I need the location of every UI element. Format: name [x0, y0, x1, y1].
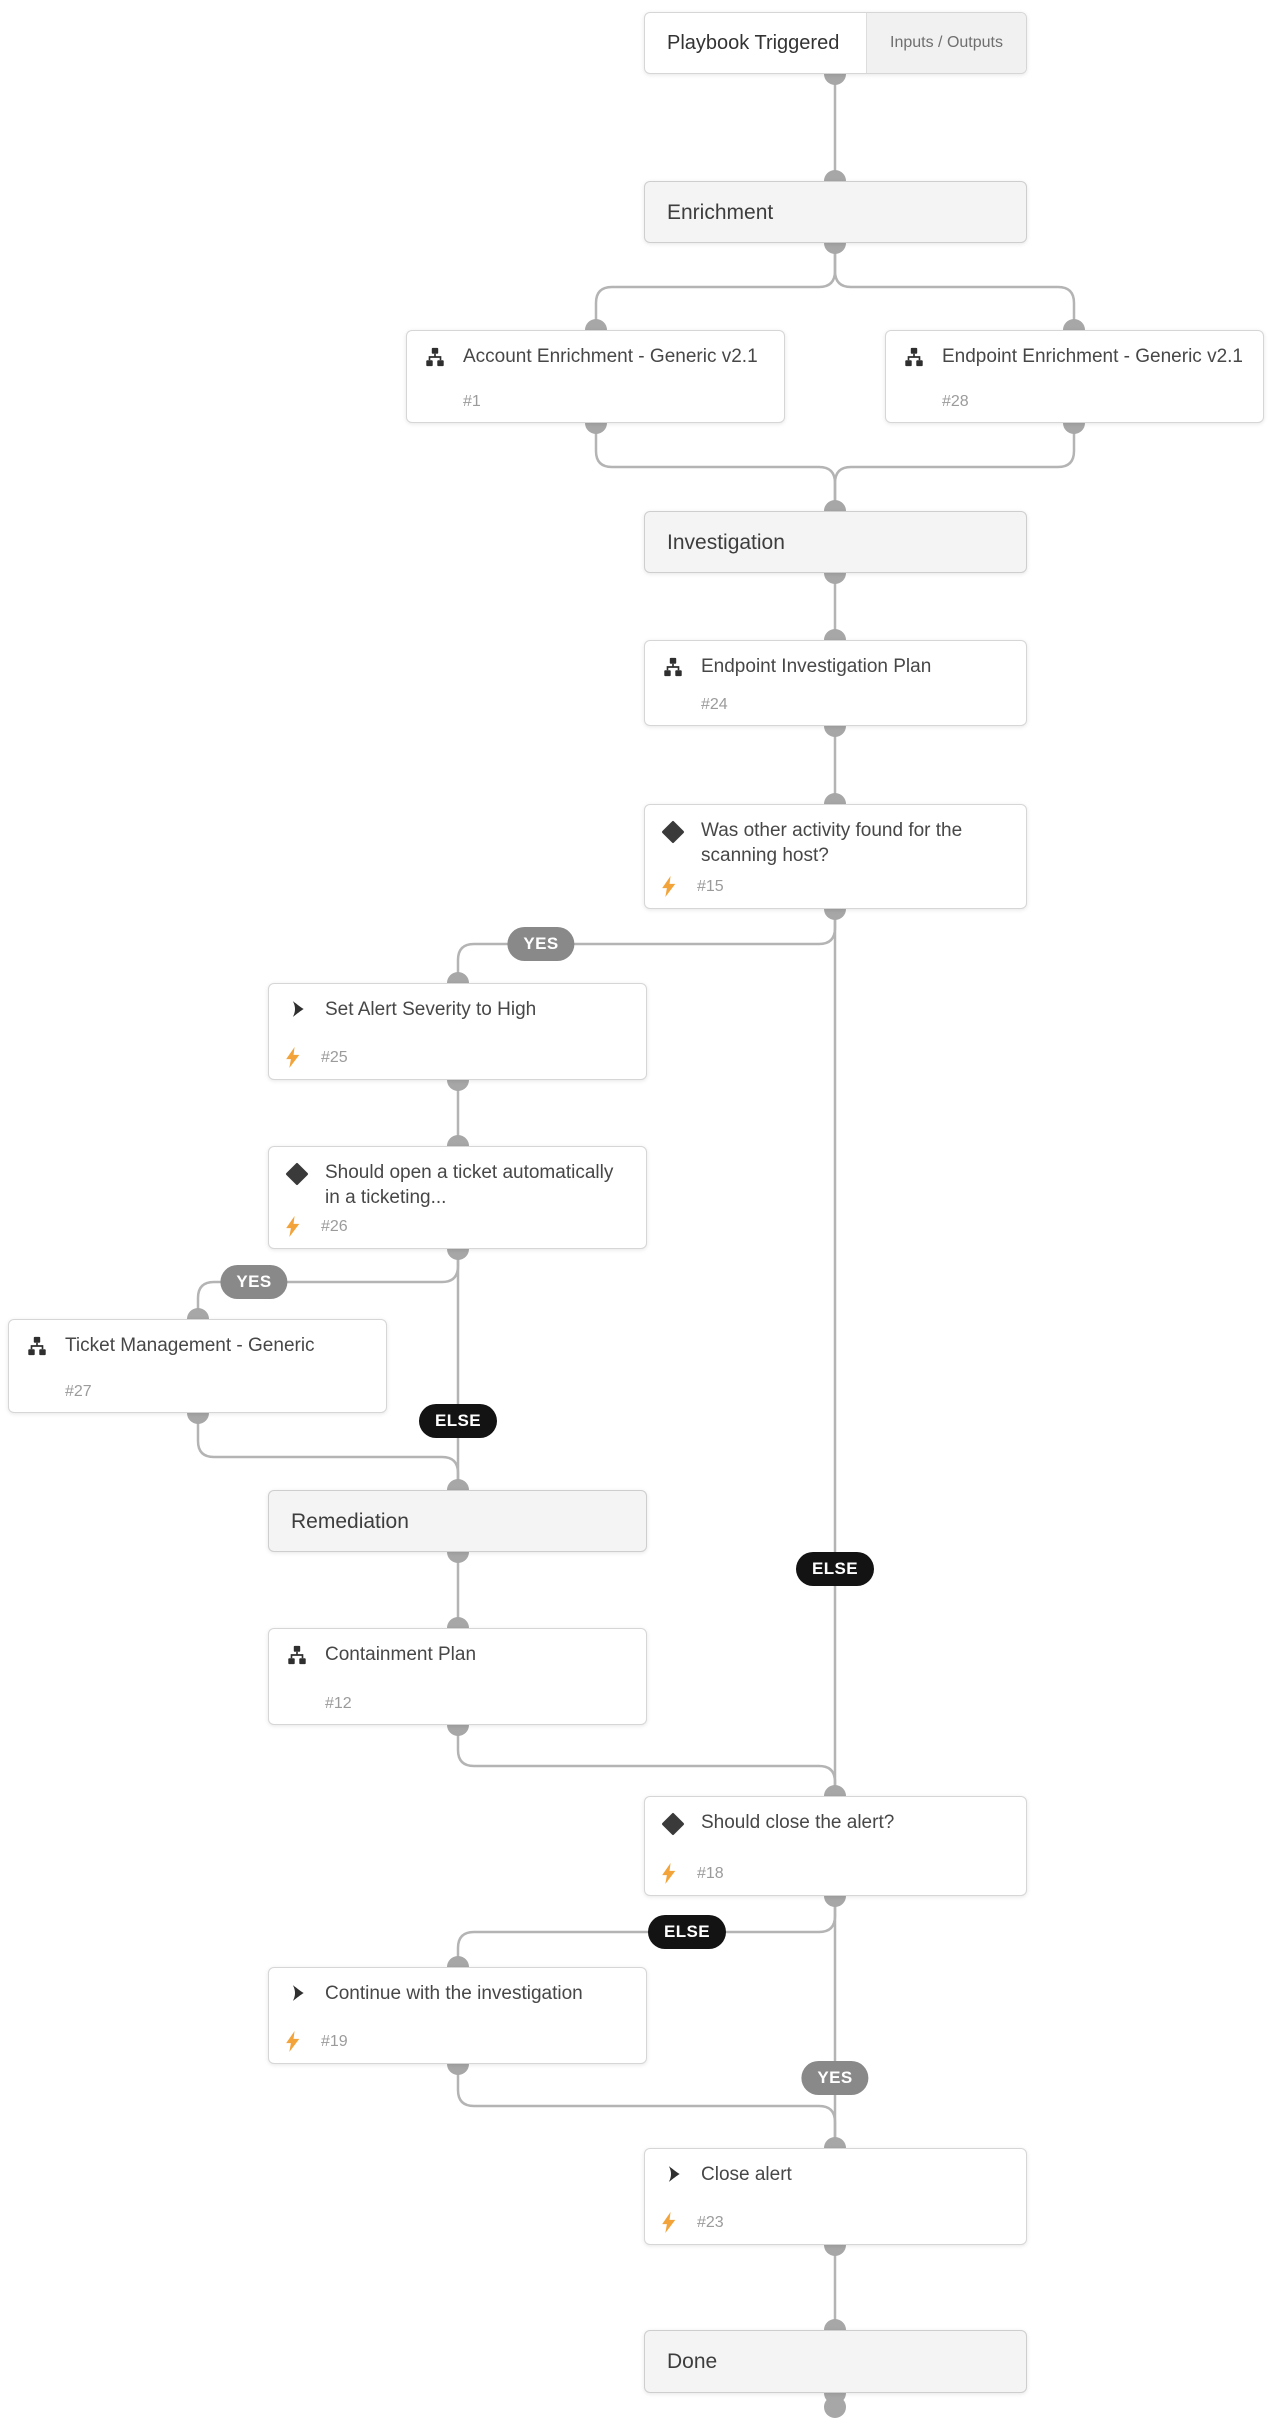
task-footer: #19 [285, 2031, 632, 2052]
connection-port [824, 2396, 846, 2418]
task-header: Containment Plan [285, 1642, 632, 1667]
task-header: Ticket Management - Generic [25, 1333, 372, 1358]
task-header: Should open a ticket automatically in a … [285, 1160, 632, 1210]
task-endpoint-enrichment[interactable]: Endpoint Enrichment - Generic v2.1 #28 [885, 330, 1264, 423]
edge-continue-close [456, 2064, 837, 2148]
section-investigation[interactable]: Investigation [644, 511, 1027, 573]
branch-label-else: ELSE [795, 1552, 875, 1586]
automation-bolt-icon [285, 1216, 301, 1237]
task-footer: #24 [661, 696, 1012, 714]
task-footer: #23 [661, 2212, 1012, 2233]
automation-bolt-icon [285, 2031, 301, 2052]
task-title: Should close the alert? [701, 1812, 895, 1833]
task-header: Account Enrichment - Generic v2.1 [423, 344, 770, 369]
section-done[interactable]: Done [644, 2330, 1027, 2393]
edge-enrichment-endpoint [833, 243, 1076, 330]
task-close-alert[interactable]: Close alert #23 [644, 2148, 1027, 2245]
playbook-trigger-node[interactable]: Playbook Triggered Inputs / Outputs [644, 12, 1027, 74]
task-number: #27 [65, 1383, 92, 1400]
section-title: Remediation [291, 1509, 409, 1533]
automation-bolt-icon [285, 1047, 301, 1068]
edge-enrichment-account [594, 243, 837, 330]
condition-icon [661, 1810, 685, 1836]
task-header: Endpoint Enrichment - Generic v2.1 [902, 344, 1249, 369]
task-number: #24 [701, 696, 728, 713]
task-header: Close alert [661, 2162, 1012, 2187]
task-header: Set Alert Severity to High [285, 997, 632, 1022]
condition-icon [661, 818, 685, 844]
task-number: #23 [697, 2213, 724, 2231]
task-number: #25 [321, 1048, 348, 1066]
playbook-icon [661, 654, 685, 678]
task-title: Was other activity found for the scannin… [701, 820, 963, 866]
edge-account-investigation [594, 423, 837, 511]
task-header: Should close the alert? [661, 1810, 1012, 1836]
task-header: Continue with the investigation [285, 1981, 632, 2006]
section-enrichment[interactable]: Enrichment [644, 181, 1027, 243]
task-footer: #26 [285, 1216, 632, 1237]
task-footer: #25 [285, 1047, 632, 1068]
trigger-title: Playbook Triggered [667, 31, 840, 54]
playbook-icon [423, 344, 447, 368]
task-title: Close alert [701, 2164, 792, 2185]
section-title: Investigation [667, 530, 785, 554]
task-number: #15 [697, 877, 724, 895]
task-icon [285, 1981, 309, 2003]
playbook-icon [25, 1333, 49, 1357]
task-footer: #28 [902, 393, 1249, 411]
condition-open-ticket[interactable]: Should open a ticket automatically in a … [268, 1146, 647, 1249]
edge-condition18-else [456, 1896, 837, 1967]
task-title: Containment Plan [325, 1644, 477, 1665]
task-number: #12 [325, 1695, 352, 1712]
task-footer: #18 [661, 1863, 1012, 1884]
edge-containment-condition18 [456, 1725, 837, 1796]
task-ticket-management[interactable]: Ticket Management - Generic #27 [8, 1319, 387, 1413]
automation-bolt-icon [661, 2212, 677, 2233]
section-title: Enrichment [667, 200, 774, 224]
task-footer: #15 [661, 876, 1012, 897]
task-icon [285, 997, 309, 1019]
task-icon [661, 2162, 685, 2184]
automation-bolt-icon [661, 1863, 677, 1884]
branch-label-yes: YES [507, 927, 575, 961]
task-header: Endpoint Investigation Plan [661, 654, 1012, 679]
condition-close-alert[interactable]: Should close the alert? #18 [644, 1796, 1027, 1896]
playbook-icon [902, 344, 926, 368]
branch-label-else: ELSE [418, 1404, 498, 1438]
task-title: Endpoint Investigation Plan [701, 656, 932, 677]
task-containment-plan[interactable]: Containment Plan #12 [268, 1628, 647, 1725]
condition-icon [285, 1160, 309, 1186]
task-number: #1 [463, 393, 481, 410]
task-number: #28 [942, 393, 969, 410]
section-title: Done [667, 2350, 718, 2373]
task-title: Set Alert Severity to High [325, 999, 537, 1020]
task-title: Account Enrichment - Generic v2.1 [463, 346, 758, 367]
task-continue-investigation[interactable]: Continue with the investigation #19 [268, 1967, 647, 2064]
task-footer: #27 [25, 1383, 372, 1401]
inputs-outputs-button[interactable]: Inputs / Outputs [866, 13, 1026, 73]
task-title: Should open a ticket automatically in a … [325, 1162, 614, 1208]
task-set-alert-severity[interactable]: Set Alert Severity to High #25 [268, 983, 647, 1080]
playbook-icon [285, 1642, 309, 1666]
branch-label-yes: YES [801, 2061, 869, 2095]
condition-other-activity[interactable]: Was other activity found for the scannin… [644, 804, 1027, 909]
automation-bolt-icon [661, 876, 677, 897]
branch-label-else: ELSE [647, 1915, 727, 1949]
task-header: Was other activity found for the scannin… [661, 818, 1012, 868]
edge-endpoint-investigation [833, 423, 1076, 511]
edge-ticket-remediation [196, 1413, 460, 1490]
branch-label-yes: YES [220, 1265, 288, 1299]
task-account-enrichment[interactable]: Account Enrichment - Generic v2.1 #1 [406, 330, 785, 423]
task-title: Ticket Management - Generic [65, 1335, 315, 1356]
task-footer: #1 [423, 393, 770, 411]
task-endpoint-investigation-plan[interactable]: Endpoint Investigation Plan #24 [644, 640, 1027, 726]
task-number: #19 [321, 2032, 348, 2050]
task-title: Continue with the investigation [325, 1983, 583, 2004]
task-footer: #12 [285, 1695, 632, 1713]
task-title: Endpoint Enrichment - Generic v2.1 [942, 346, 1243, 367]
section-remediation[interactable]: Remediation [268, 1490, 647, 1552]
task-number: #26 [321, 1217, 348, 1235]
task-number: #18 [697, 1864, 724, 1882]
